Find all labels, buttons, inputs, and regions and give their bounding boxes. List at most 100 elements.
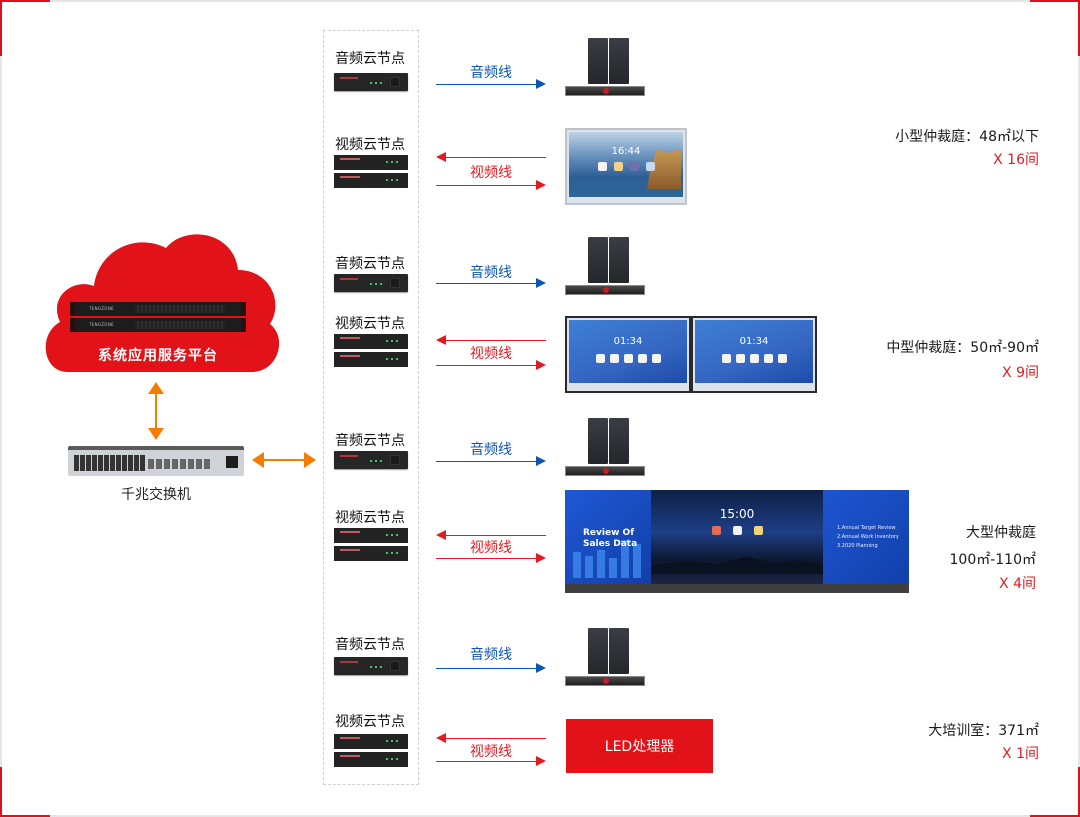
arrow-right-icon [536,79,546,89]
video-node-device [334,528,408,543]
audio-line-label: 音频线 [470,265,512,281]
video-node-label: 视频云节点 [335,137,405,153]
video-node-label: 视频云节点 [335,714,405,730]
room-medium-court: 中型仲裁庭：50㎡-90㎡ [886,340,1039,356]
switch-node-link [252,452,316,468]
audio-node-device [334,274,408,292]
display-clock: 15:00 [719,507,755,521]
video-node-device [334,734,408,749]
audio-node-label: 音频云节点 [335,637,405,653]
video-line [436,365,538,366]
audio-line [436,283,538,284]
video-line-return [444,157,546,158]
video-line-return [444,535,546,536]
speaker-right [609,418,629,464]
speaker-right [609,38,629,84]
speaker-right [609,237,629,283]
speaker-left [588,38,608,84]
video-line-label: 视频线 [470,744,512,760]
arrow-right-icon [536,756,546,766]
audio-node-label: 音频云节点 [335,51,405,67]
frame-border-top [0,0,1080,2]
video-node-label: 视频云节点 [335,316,405,332]
amplifier [565,285,645,295]
speaker-left [588,628,608,674]
speaker-left [588,237,608,283]
arrow-right-icon [536,180,546,190]
arrow-right-icon [536,663,546,673]
audio-line [436,668,538,669]
corner-accent-top-right-v [1078,0,1080,56]
audio-line [436,461,538,462]
audio-node-label: 音频云节点 [335,433,405,449]
video-node-device [334,155,408,170]
corner-accent-bottom-left [0,815,50,817]
room-medium-court-count: X 9间 [1002,365,1039,381]
audio-node-device [334,73,408,91]
corner-accent-bottom-right-v [1078,767,1080,817]
platform-label: 系统应用服务平台 [98,348,218,364]
room-large-court-count: X 4间 [999,576,1036,592]
video-line-return [444,738,546,739]
audio-line-label: 音频线 [470,647,512,663]
arrow-right-icon [536,456,546,466]
led-wall-title-line1: Review Of [583,528,635,538]
video-line-label: 视频线 [470,540,512,556]
frame-border-bottom [0,815,1080,817]
display-clock: 16:44 [611,146,641,157]
arrow-left-icon [436,530,446,540]
gigabit-switch-device [68,446,244,476]
corner-accent-bottom-right [1030,815,1080,817]
led-wall-title-line2: Sales Data [583,539,638,549]
room-large-court-area: 100㎡-110㎡ [949,552,1037,568]
corner-accent-top-left [0,0,50,2]
video-line-return [444,340,546,341]
display-clock: 01:34 [613,336,643,347]
video-node-device [334,752,408,767]
platform-switch-link [148,382,164,440]
room-small-court-count: X 16间 [993,152,1039,168]
video-line [436,185,538,186]
server-brand-label: TENGZONE [89,306,114,311]
arrow-left-icon [436,152,446,162]
agenda-item: 3.2020 Planning [837,543,878,549]
amplifier [565,86,645,96]
arrow-right-icon [536,360,546,370]
led-wall-center-panel: 15:00 [651,490,823,584]
room-training-count: X 1间 [1002,746,1039,762]
cloud-node-column [323,30,419,785]
amplifier [565,466,645,476]
server-unit-bottom: TENGZONE [70,318,246,332]
corner-accent-bottom-left-v [0,767,2,817]
video-node-device [334,334,408,349]
video-line-label: 视频线 [470,346,512,362]
arrow-right-icon [536,278,546,288]
audio-line [436,84,538,85]
arrow-left-icon [436,733,446,743]
agenda-item: 1.Annual Target Review [837,525,896,531]
audio-line-label: 音频线 [470,65,512,81]
arrow-right-icon [536,553,546,563]
video-line-label: 视频线 [470,165,512,181]
display-clock: 01:34 [739,336,769,347]
interactive-display-medium-right: 01:34 [691,316,817,393]
frame-border-right [1078,0,1080,817]
room-small-court: 小型仲裁庭：48㎡以下 [895,129,1039,145]
video-node-label: 视频云节点 [335,510,405,526]
led-wall-right-panel: 1.Annual Target Review 2.Annual Work Inv… [823,490,909,584]
audio-line-label: 音频线 [470,442,512,458]
arrow-left-icon [436,335,446,345]
audio-node-label: 音频云节点 [335,256,405,272]
led-processor-box: LED处理器 [566,719,713,773]
corner-accent-top-right [1030,0,1080,2]
corner-accent-top-left-v [0,0,2,56]
speaker-left [588,418,608,464]
room-large-court: 大型仲裁庭 [966,525,1036,541]
interactive-display-small: 16:44 [565,128,687,205]
server-unit-top: TENGZONE [70,302,246,316]
frame-border-left [0,0,2,817]
speaker-right [609,628,629,674]
interactive-display-medium-left: 01:34 [565,316,691,393]
video-node-device [334,173,408,188]
video-line [436,761,538,762]
